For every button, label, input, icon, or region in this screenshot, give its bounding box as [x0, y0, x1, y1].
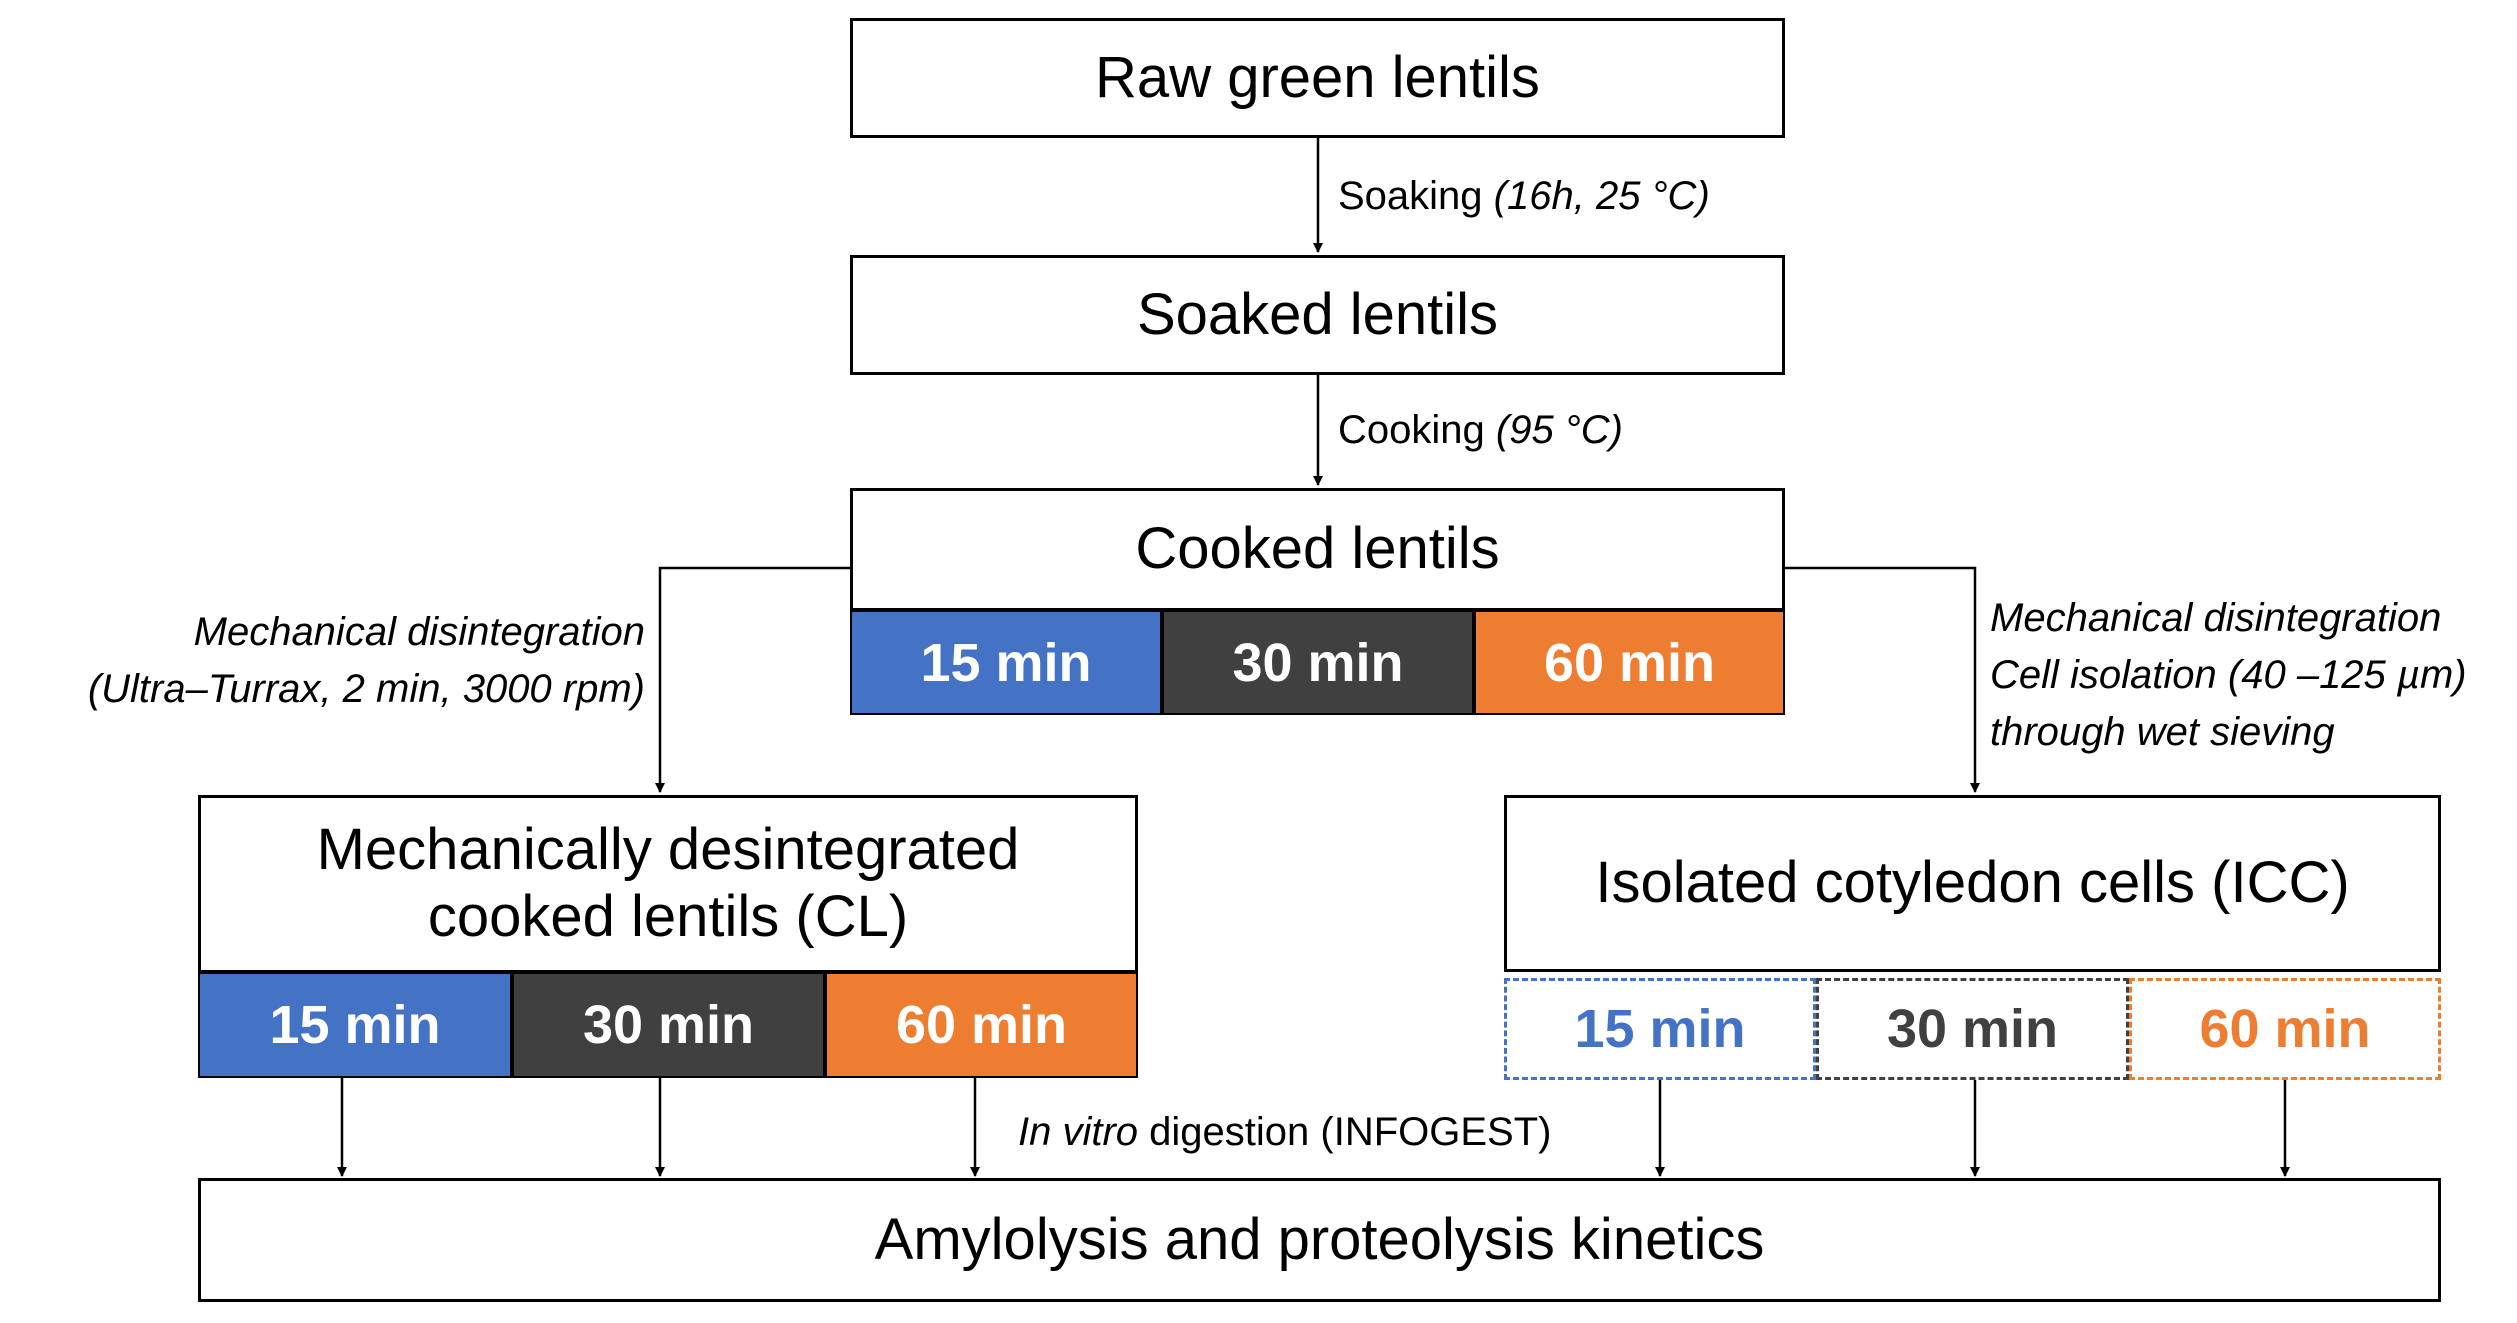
- right-process-line1: Mechanical disintegration: [1990, 596, 2442, 640]
- soaking-step-label: Soaking (16h, 25 °C): [1338, 168, 1710, 225]
- icc-time-30: 30 min: [1816, 978, 2129, 1080]
- cooked-lentils-box: Cooked lentils: [850, 488, 1785, 611]
- left-process-line1: Mechanical disintegration: [193, 610, 645, 654]
- cooked-lentils-label: Cooked lentils: [1135, 516, 1500, 582]
- cl-box: Mechanically desintegrated cooked lentil…: [198, 795, 1138, 973]
- digestion-step-label: In vitro digestion (INFOGEST): [1018, 1104, 1551, 1161]
- kinetics-box: Amylolysis and proteolysis kinetics: [198, 1178, 2441, 1302]
- cooking-conditions: (95 °C): [1495, 408, 1624, 452]
- soaking-conditions: (16h, 25 °C): [1493, 174, 1710, 218]
- right-process-line2: Cell isolation (40 –125 µm): [1990, 652, 2467, 697]
- icc-box: Isolated cotyledon cells (ICC): [1504, 795, 2441, 972]
- icc-label: Isolated cotyledon cells (ICC): [1595, 850, 2350, 916]
- cooking-step-label: Cooking (95 °C): [1338, 402, 1623, 459]
- cooked-time-60: 60 min: [1474, 610, 1785, 715]
- cl-time-30: 30 min: [512, 972, 825, 1078]
- soaked-lentils-label: Soaked lentils: [1136, 281, 1499, 347]
- cl-label-line1: Mechanically desintegrated: [316, 817, 1020, 883]
- cl-time-60: 60 min: [825, 972, 1138, 1078]
- icc-time-60: 60 min: [2129, 978, 2441, 1080]
- arrow-cooked-to-icc: [1785, 566, 1980, 793]
- kinetics-label: Amylolysis and proteolysis kinetics: [874, 1206, 1765, 1272]
- soaking-name: Soaking: [1338, 174, 1494, 218]
- soaked-lentils-box: Soaked lentils: [850, 255, 1785, 375]
- raw-lentils-label: Raw green lentils: [1095, 44, 1540, 110]
- icc-time-15: 15 min: [1504, 978, 1816, 1080]
- cooked-time-15: 15 min: [850, 610, 1162, 715]
- cl-label-line2: cooked lentils (CL): [427, 884, 909, 949]
- raw-lentils-box: Raw green lentils: [850, 18, 1785, 138]
- arrow-cooked-to-cl: [655, 566, 850, 793]
- cooked-time-30: 30 min: [1162, 610, 1474, 715]
- right-process-label: Mechanical disintegration Cell isolation…: [1990, 590, 2467, 760]
- left-process-label: Mechanical disintegration (Ultra–Turrax,…: [88, 604, 645, 718]
- digestion-italic: In vitro: [1018, 1110, 1139, 1154]
- right-process-line3: through wet sieving: [1990, 709, 2335, 754]
- cooking-name: Cooking: [1338, 408, 1496, 452]
- digestion-rest: digestion (INFOGEST): [1138, 1110, 1552, 1154]
- left-process-line2: (Ultra–Turrax, 2 min, 3000 rpm): [87, 666, 645, 711]
- cl-time-15: 15 min: [198, 972, 512, 1078]
